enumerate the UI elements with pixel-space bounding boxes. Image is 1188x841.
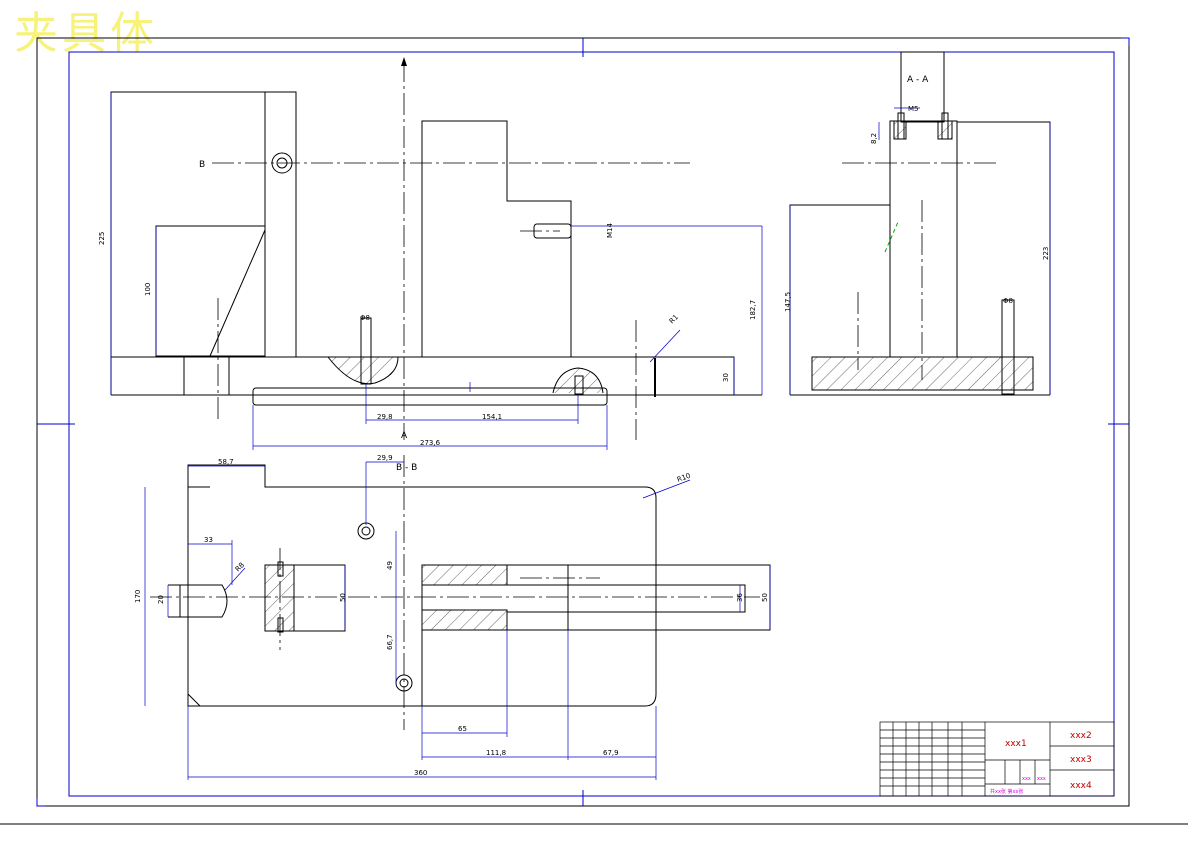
dim-50-right: 50 — [761, 593, 769, 602]
front-centerlines — [212, 60, 690, 440]
top-dim-lines — [144, 461, 771, 780]
dim-58-7: 58,7 — [218, 458, 234, 466]
dim-66-7: 66,7 — [386, 634, 394, 650]
dim-65: 65 — [458, 725, 467, 733]
section-mark-a-bottom: A — [401, 431, 408, 441]
outer-frame — [0, 37, 1188, 825]
title-sheet-count: 共xx张 第xx张 — [990, 788, 1023, 795]
side-dim-lines — [789, 107, 1051, 395]
dim-50-left: 50 — [339, 593, 347, 602]
arrow-a-top — [401, 57, 407, 66]
dim-223: 223 — [1042, 247, 1050, 260]
dim-49: 49 — [386, 561, 394, 570]
dim-170: 170 — [134, 590, 142, 603]
front-view — [110, 91, 762, 406]
title-block — [879, 721, 1115, 797]
dim-147-5: 147,5 — [784, 292, 792, 312]
dim-30: 30 — [722, 373, 730, 382]
title-block-text: xxx1 xxx2 xxx3 xxx4 xxx xxx 共xx张 第xx张 — [990, 731, 1092, 795]
front-dim-lines — [110, 92, 763, 450]
side-centerlines — [842, 162, 1000, 380]
dim-29-8: 29,8 — [377, 413, 393, 421]
dim-360: 360 — [414, 769, 427, 777]
dim-154-1: 154,1 — [482, 413, 502, 421]
section-title-aa: A - A — [907, 75, 929, 85]
dim-20: 20 — [157, 595, 165, 604]
dim-33: 33 — [204, 536, 213, 544]
title-cell-1: xxx1 — [1005, 739, 1027, 749]
dim-m14: M14 — [606, 223, 614, 238]
dim-phi8-front: Φ8 — [360, 314, 370, 322]
section-title-bb: B - B — [396, 463, 417, 473]
dim-36: 36 — [736, 593, 744, 602]
top-centerlines — [150, 455, 760, 730]
dim-273-6: 273,6 — [420, 439, 441, 447]
dim-67-9: 67,9 — [603, 749, 619, 757]
dim-r8: R8 — [234, 561, 246, 573]
dim-225: 225 — [98, 232, 106, 245]
dim-8-2: 8,2 — [870, 133, 878, 144]
dim-100: 100 — [144, 283, 152, 296]
title-cell-2: xxx2 — [1070, 731, 1092, 741]
dim-m5: M5 — [908, 105, 919, 113]
title-small-2: xxx — [1037, 776, 1046, 782]
dim-182-7: 182,7 — [749, 300, 757, 320]
top-view — [168, 464, 771, 707]
title-small-1: xxx — [1022, 776, 1031, 782]
front-dim-text: 225 100 30 182,7 29,8 154,1 273,6 Φ8 R1 … — [98, 160, 757, 447]
dim-29-9: 29,9 — [377, 454, 393, 462]
section-mark-b: B — [199, 160, 205, 170]
dim-111-8: 111,8 — [486, 749, 506, 757]
side-view — [789, 51, 1051, 396]
dim-phi8-side: Φ8 — [1003, 297, 1013, 305]
title-cell-3: xxx3 — [1070, 755, 1092, 765]
dim-r1: R1 — [668, 313, 680, 325]
title-cell-4: xxx4 — [1070, 781, 1092, 791]
top-dim-text: 58,7 29,9 B - B R10 33 R8 20 170 50 49 6… — [134, 454, 769, 777]
side-dim-text: A - A M5 8,2 147,5 223 Φ8 — [784, 75, 1050, 312]
